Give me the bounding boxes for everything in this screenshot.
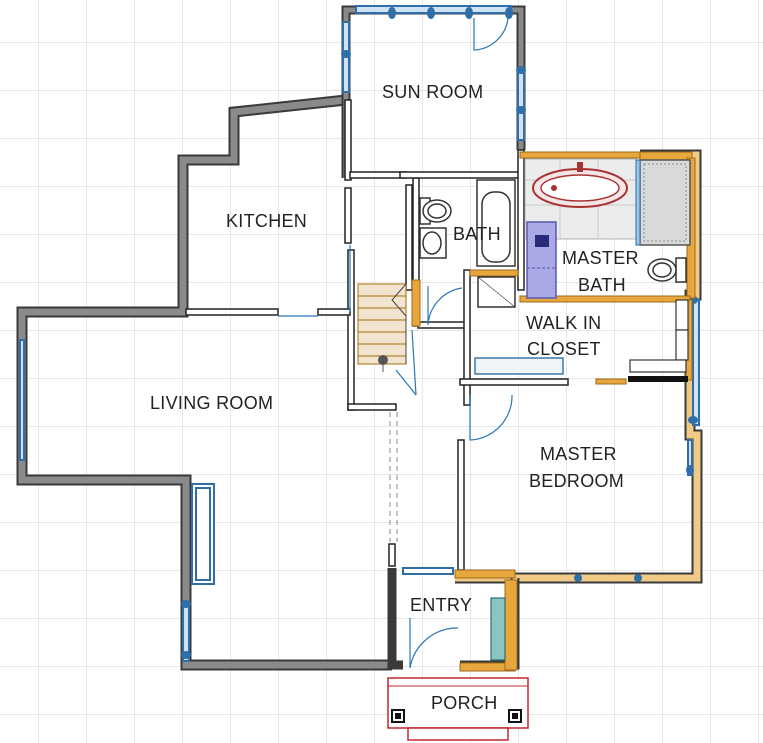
door-entry: [409, 618, 459, 669]
wall-bath-north: [399, 171, 521, 179]
room-label-living-room: LIVING ROOM: [150, 393, 274, 413]
room-label-master-bath-line1: MASTER: [562, 248, 639, 268]
room-label-master-bedroom-line1: MASTER: [540, 444, 617, 464]
closet-shelf-south: [474, 357, 564, 375]
master-vanity: [526, 221, 557, 299]
wall-entry-west: [388, 543, 396, 567]
room-label-walk-in-line2: CLOSET: [527, 339, 601, 359]
room-label-sun-room: SUN ROOM: [382, 82, 484, 102]
wall-bath-south: [417, 321, 469, 329]
doors: [278, 17, 513, 669]
porch-step: [407, 727, 509, 741]
room-label-entry: ENTRY: [410, 595, 473, 615]
window-living-bay: [191, 483, 215, 585]
door-living: [395, 369, 417, 396]
stairs: [357, 283, 407, 372]
door-bath: [427, 286, 463, 326]
porch: [387, 677, 529, 741]
wall-kitchen-living: [185, 308, 279, 316]
shower-glass: [635, 159, 641, 246]
wall-hall-divider: [349, 171, 407, 179]
wall-kitchen-east: [344, 99, 352, 181]
window-entry: [402, 567, 454, 575]
wall-master-bath-west: [517, 149, 525, 291]
room-label-master-bedroom-line2: BEDROOM: [529, 471, 625, 491]
interior-walls: [185, 99, 569, 571]
shower: [639, 159, 691, 246]
room-label-kitchen: KITCHEN: [226, 211, 308, 231]
window-east-master: [692, 299, 700, 426]
bath-toilet: [419, 197, 452, 225]
closet-box: [477, 276, 516, 308]
wall-bed-west: [457, 439, 465, 571]
room-label-master-bath-line2: BATH: [578, 275, 626, 295]
window-west: [19, 339, 25, 461]
wall-closet-south: [459, 378, 569, 386]
wall-stair-east: [405, 184, 413, 291]
bathtub: [476, 179, 516, 267]
wall-bath-east: [463, 269, 471, 406]
freestanding-tub: [532, 162, 628, 208]
master-toilet: [647, 257, 687, 283]
window-sun-east: [517, 69, 525, 141]
wall-stair-west: [347, 249, 355, 411]
entry-bench: [490, 597, 506, 661]
door-master-bedroom: [469, 394, 513, 441]
closet-rod: [628, 376, 688, 382]
hall-dashed-lines: [389, 412, 398, 542]
entry-wall: [387, 568, 403, 670]
wood-walls: [411, 151, 696, 672]
room-label-bath: BATH: [453, 224, 501, 244]
door-sun-room: [473, 17, 509, 51]
room-label-porch: PORCH: [431, 693, 498, 713]
window-posts: [181, 7, 698, 659]
room-label-walk-in-line1: WALK IN: [526, 313, 602, 333]
closet-shelf-east: [629, 299, 689, 373]
bath-sink: [419, 227, 447, 259]
